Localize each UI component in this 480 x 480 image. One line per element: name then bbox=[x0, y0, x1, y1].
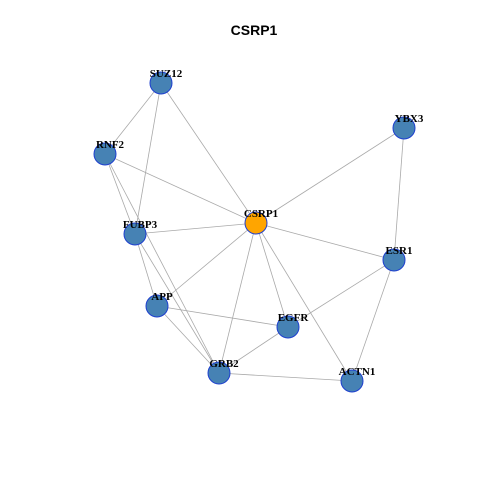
node-label-egfr: EGFR bbox=[278, 312, 310, 324]
edge-csrp1-app bbox=[156, 222, 257, 307]
node-app: APP bbox=[145, 291, 173, 318]
edge-suz12-csrp1 bbox=[160, 82, 257, 224]
edge-app-grb2 bbox=[156, 305, 220, 374]
edge-ybx3-esr1 bbox=[393, 127, 405, 261]
node-esr1: ESR1 bbox=[382, 245, 413, 272]
node-rnf2: RNF2 bbox=[93, 139, 125, 166]
node-label-suz12: SUZ12 bbox=[150, 68, 183, 80]
node-suz12: SUZ12 bbox=[149, 68, 183, 95]
edge-layer bbox=[104, 82, 405, 382]
node-label-app: APP bbox=[151, 291, 173, 303]
node-csrp1: CSRP1 bbox=[244, 208, 278, 235]
node-label-csrp1: CSRP1 bbox=[244, 208, 278, 220]
node-label-rnf2: RNF2 bbox=[96, 139, 125, 151]
node-circle-csrp1 bbox=[244, 211, 268, 235]
node-circle-app bbox=[145, 294, 169, 318]
node-egfr: EGFR bbox=[276, 312, 310, 339]
edge-egfr-grb2 bbox=[218, 326, 289, 374]
edge-csrp1-grb2 bbox=[218, 222, 257, 374]
edge-rnf2-fubp3 bbox=[104, 153, 136, 235]
node-circle-grb2 bbox=[207, 361, 231, 385]
edge-rnf2-grb2 bbox=[104, 153, 220, 374]
edge-esr1-actn1 bbox=[351, 259, 395, 382]
node-fubp3: FUBP3 bbox=[123, 219, 158, 246]
edge-csrp1-esr1 bbox=[255, 222, 395, 261]
node-circle-ybx3 bbox=[392, 116, 416, 140]
node-circle-esr1 bbox=[382, 248, 406, 272]
edge-suz12-rnf2 bbox=[104, 82, 162, 155]
node-label-ybx3: YBX3 bbox=[395, 113, 424, 125]
node-label-grb2: GRB2 bbox=[209, 358, 239, 370]
edge-suz12-fubp3 bbox=[134, 82, 162, 235]
edge-csrp1-actn1 bbox=[255, 222, 353, 382]
node-circle-egfr bbox=[276, 315, 300, 339]
edge-csrp1-egfr bbox=[255, 222, 289, 328]
node-label-fubp3: FUBP3 bbox=[123, 219, 158, 231]
node-circle-rnf2 bbox=[93, 142, 117, 166]
node-label-esr1: ESR1 bbox=[386, 245, 413, 257]
node-ybx3: YBX3 bbox=[392, 113, 424, 140]
node-circle-suz12 bbox=[149, 71, 173, 95]
node-circle-fubp3 bbox=[123, 222, 147, 246]
edge-ybx3-csrp1 bbox=[255, 127, 405, 224]
edge-fubp3-csrp1 bbox=[134, 222, 257, 235]
node-label-actn1: ACTN1 bbox=[339, 366, 376, 378]
node-grb2: GRB2 bbox=[207, 358, 239, 385]
edge-fubp3-grb2 bbox=[134, 233, 220, 374]
node-actn1: ACTN1 bbox=[339, 366, 376, 393]
edge-rnf2-csrp1 bbox=[104, 153, 257, 224]
diagram-title: CSRP1 bbox=[231, 22, 278, 38]
node-circle-actn1 bbox=[340, 369, 364, 393]
edge-app-egfr bbox=[156, 305, 289, 328]
edge-fubp3-app bbox=[134, 233, 158, 307]
edge-esr1-egfr bbox=[287, 259, 395, 328]
edge-grb2-actn1 bbox=[218, 372, 353, 382]
